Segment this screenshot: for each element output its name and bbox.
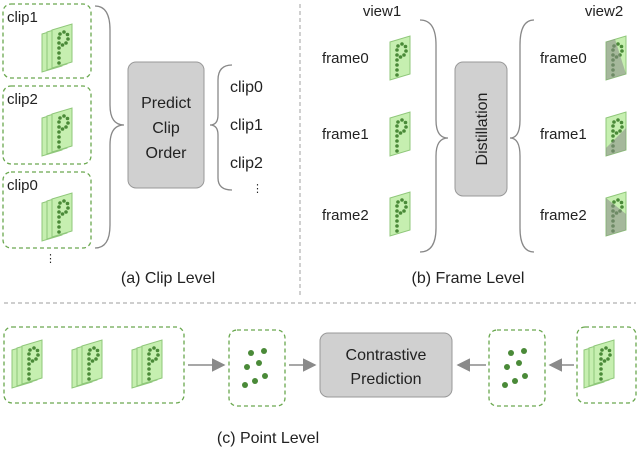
caption-frame-level: (b) Frame Level	[412, 270, 525, 287]
point-level-panel: Contrastive Prediction (c) Point Level	[3, 326, 637, 447]
point-cloud-box-right	[488, 329, 546, 407]
clip-box-3: clip0	[2, 171, 92, 249]
right-clip-box	[576, 326, 637, 404]
view2-frame0-label: frame0	[540, 50, 587, 67]
view2-frame2-label: frame2	[540, 207, 587, 224]
view2-frame1	[605, 111, 627, 157]
order-item-3: clip2	[230, 155, 263, 172]
point-cloud-right	[502, 348, 528, 388]
predict-clip-order-box	[127, 61, 205, 189]
view2-frame1-label: frame1	[540, 126, 587, 143]
clip-label-2: clip2	[7, 91, 38, 108]
caption-clip-level: (a) Clip Level	[121, 270, 215, 287]
clip-stack-3	[132, 340, 162, 388]
view1-frame1-label: frame1	[322, 126, 369, 143]
distillation-label: Distillation	[474, 93, 491, 166]
contrastive-prediction-box	[319, 332, 453, 398]
clip-box-1: clip1	[2, 3, 92, 79]
task-line-1: Predict	[141, 95, 191, 112]
right-clip-stack	[584, 340, 614, 388]
clip-box-2: clip2	[2, 85, 92, 165]
clip-level-panel: clip1 clip2 clip0 ⋮ Predict Clip Order c…	[2, 3, 263, 287]
clip-ellipsis: ⋮	[45, 253, 56, 265]
caption-point-level: (c) Point Level	[217, 430, 319, 447]
clip-sequence-box	[3, 326, 185, 404]
distill-left-brace	[419, 19, 449, 253]
view1-frame0-label: frame0	[322, 50, 369, 67]
clip-stack-2	[72, 340, 102, 388]
clip-label-1: clip1	[7, 9, 38, 26]
clip-stack-1	[12, 340, 42, 388]
distillation-box	[454, 61, 508, 197]
view1-frame2-label: frame2	[322, 207, 369, 224]
task-line-3: Order	[146, 145, 188, 162]
point-cloud-left	[242, 348, 268, 388]
left-brace	[94, 5, 125, 249]
task-line-2: Clip	[152, 120, 180, 137]
view2-title: view2	[585, 3, 623, 20]
view2-frame0	[605, 35, 627, 81]
view1-frame2	[389, 191, 411, 237]
view1-title: view1	[363, 3, 401, 20]
order-ellipsis: ⋮	[252, 183, 263, 195]
view2-frame2	[605, 191, 627, 237]
contrastive-line-1: Contrastive	[346, 347, 427, 364]
contrastive-line-2: Prediction	[350, 371, 421, 388]
view1-frame1	[389, 111, 411, 157]
frame-level-panel: view1 view2 frame0 frame1 frame2 Distill…	[322, 3, 627, 287]
right-brace	[209, 64, 233, 191]
order-item-1: clip0	[230, 79, 263, 96]
point-cloud-box-left	[228, 329, 286, 407]
order-item-2: clip1	[230, 117, 263, 134]
view1-frame0	[389, 35, 411, 81]
clip-label-3: clip0	[7, 177, 38, 194]
distill-right-brace	[509, 19, 535, 253]
